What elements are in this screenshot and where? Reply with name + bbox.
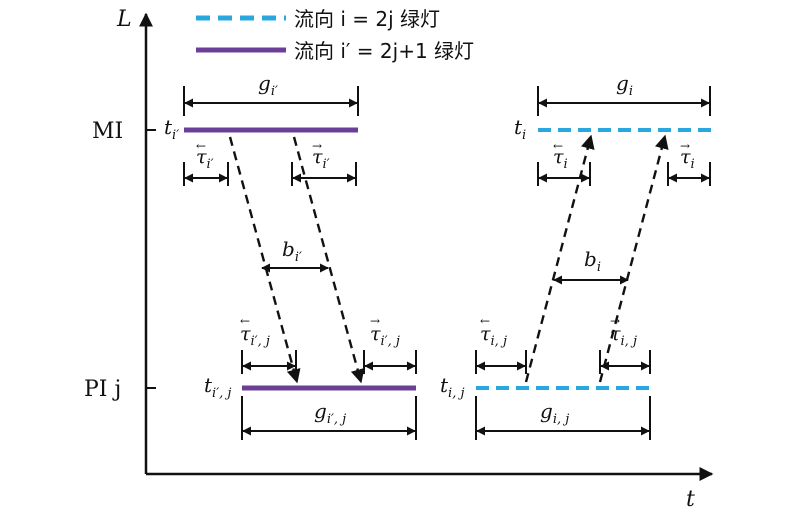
- right-tau-bot-r-arrowhat: →: [610, 314, 620, 328]
- right-tau-top-l-label: τi: [553, 146, 568, 172]
- x-axis-label: t: [686, 487, 695, 512]
- left-tau-top-l-label: τi′: [196, 146, 214, 172]
- right-tau-bot-l-label: τi, j: [480, 323, 507, 349]
- right-trajectory-front: [524, 134, 595, 383]
- left-trajectory-front: [228, 136, 301, 384]
- right-g-bot-label: gi, j: [540, 399, 569, 427]
- left-tau-top-r-label: τi′: [312, 146, 330, 172]
- right-tau-bot-l-arrowhat: ←: [480, 314, 490, 328]
- left-tau-top-l-arrowhat: ←: [196, 139, 206, 153]
- legend-label-purple: 流向 i′ = 2j+1 绿灯: [294, 39, 474, 63]
- right-b-label: bi: [584, 247, 601, 275]
- right-t-top-label: ti: [514, 115, 526, 143]
- right-tau-bot-r-label: τi, j: [610, 323, 637, 349]
- right-tau-top-l-arrowhat: ←: [553, 139, 563, 153]
- left-tau-bot-r-label: τi′, j: [370, 323, 400, 349]
- left-tau-bot-r-arrowhat: →: [370, 314, 380, 328]
- left-t-top-label: ti′: [164, 115, 179, 143]
- right-g-top-label: gi: [616, 71, 633, 99]
- left-tau-bot-l-label: τi′, j: [240, 323, 270, 349]
- level-label-mi: MI: [92, 119, 123, 144]
- y-axis-label: L: [116, 7, 132, 32]
- legend-label-blue: 流向 i = 2j 绿灯: [294, 7, 440, 31]
- left-b-label: bi′: [282, 237, 302, 265]
- left-tau-top-r-arrowhat: →: [312, 139, 322, 153]
- right-trajectory-rear: [598, 134, 669, 383]
- left-trajectory-rear: [292, 136, 365, 384]
- right-tau-top-r-label: τi: [680, 146, 695, 172]
- right-t-bot-label: ti, j: [440, 373, 465, 401]
- left-g-top-label: gi′: [258, 71, 278, 99]
- level-label-pi: PI j: [84, 377, 121, 402]
- left-g-bot-label: gi′, j: [314, 399, 346, 427]
- left-t-bot-label: ti′, j: [204, 373, 231, 401]
- left-tau-bot-l-arrowhat: ←: [240, 314, 250, 328]
- right-tau-top-r-arrowhat: →: [680, 139, 690, 153]
